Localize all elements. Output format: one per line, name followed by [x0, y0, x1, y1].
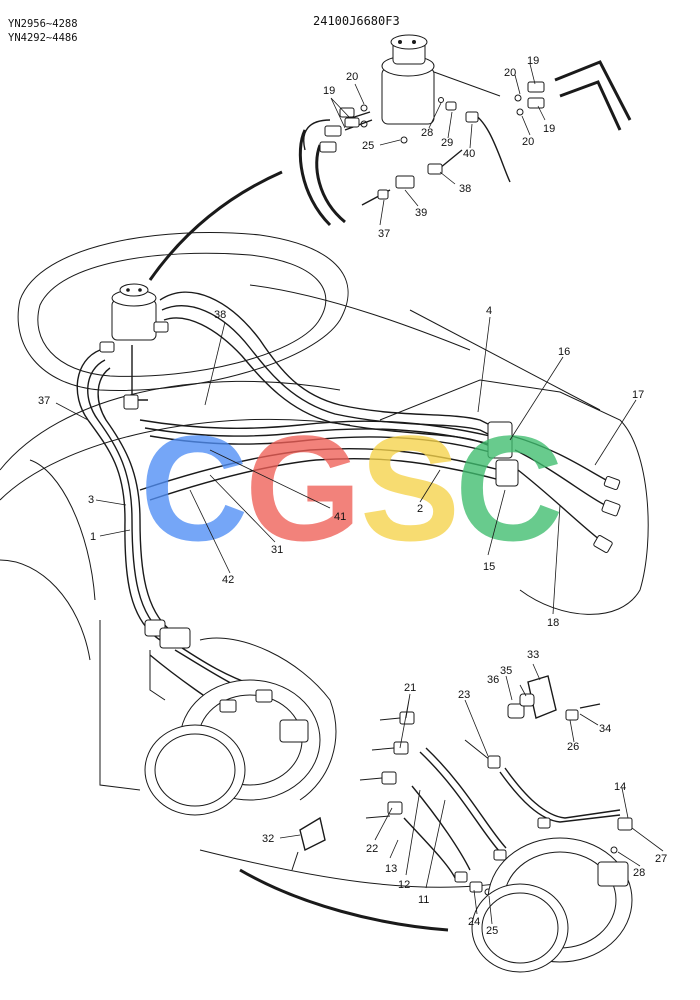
callout-12: 12: [398, 879, 410, 891]
callout-20: 20: [346, 71, 358, 83]
serial-range-1: YN2956~4288: [8, 18, 78, 30]
callout-numbers: 20 19 20 19 19 20 28 29 40 25 38 39 37 3…: [38, 55, 667, 937]
callout-22: 22: [366, 843, 378, 855]
callout-18: 18: [547, 617, 559, 629]
callout-13: 13: [385, 863, 397, 875]
callout-25: 25: [362, 140, 374, 152]
callout-38: 38: [214, 309, 226, 321]
callout-21: 21: [404, 682, 416, 694]
callout-37: 37: [378, 228, 390, 240]
callout-23: 23: [458, 689, 470, 701]
turntable-outline: [0, 232, 649, 888]
callout-31: 31: [271, 544, 283, 556]
callout-37: 37: [38, 395, 50, 407]
callout-14: 14: [614, 781, 626, 793]
callout-3: 3: [88, 494, 94, 506]
callout-34: 34: [599, 723, 611, 735]
swivel-joint-detail: [298, 34, 632, 227]
callout-1: 1: [90, 531, 96, 543]
callout-27: 27: [655, 853, 667, 865]
callout-26: 26: [567, 741, 579, 753]
callout-16: 16: [558, 346, 570, 358]
watermark-letter-3: S: [360, 404, 460, 572]
callout-19: 19: [527, 55, 539, 67]
callout-15: 15: [483, 561, 495, 573]
hose-bundle: [76, 291, 501, 721]
callout-29: 29: [441, 137, 453, 149]
callout-2: 2: [417, 503, 423, 515]
travel-motor-hose-detail: [291, 675, 633, 973]
watermark: C G S C: [140, 404, 563, 572]
callout-35: 35: [500, 665, 512, 677]
lh-connector-block: [144, 619, 191, 701]
callout-32: 32: [262, 833, 274, 845]
callout-4: 4: [486, 305, 492, 317]
callout-41: 41: [334, 511, 346, 523]
callout-19: 19: [323, 85, 335, 97]
rh-connector-block: [487, 421, 621, 553]
callout-33: 33: [527, 649, 539, 661]
callout-38: 38: [459, 183, 471, 195]
serial-range-2: YN4292~4486: [8, 32, 78, 44]
left-travel-motor: [144, 679, 321, 816]
callout-24: 24: [468, 916, 480, 928]
detail-separator-bottom: [239, 868, 449, 932]
drawing-part-number: 24100J6680F3: [313, 14, 400, 28]
watermark-letter-2: G: [245, 404, 362, 572]
callout-40: 40: [463, 148, 475, 160]
callout-11: 11: [418, 894, 429, 906]
callout-39: 39: [415, 207, 427, 219]
watermark-letter-1: C: [140, 404, 248, 572]
callout-36: 36: [487, 674, 499, 686]
callout-28: 28: [421, 127, 433, 139]
callout-42: 42: [222, 574, 234, 586]
callout-25: 25: [486, 925, 498, 937]
callout-28: 28: [633, 867, 645, 879]
leader-lines: [55, 63, 664, 925]
callout-20: 20: [522, 136, 534, 148]
detail-separator-top: [148, 170, 283, 281]
watermark-letter-4: C: [455, 404, 563, 572]
callout-17: 17: [632, 389, 644, 401]
callout-20: 20: [504, 67, 516, 79]
swivel-joint-main: [99, 283, 169, 410]
callout-19: 19: [543, 123, 555, 135]
